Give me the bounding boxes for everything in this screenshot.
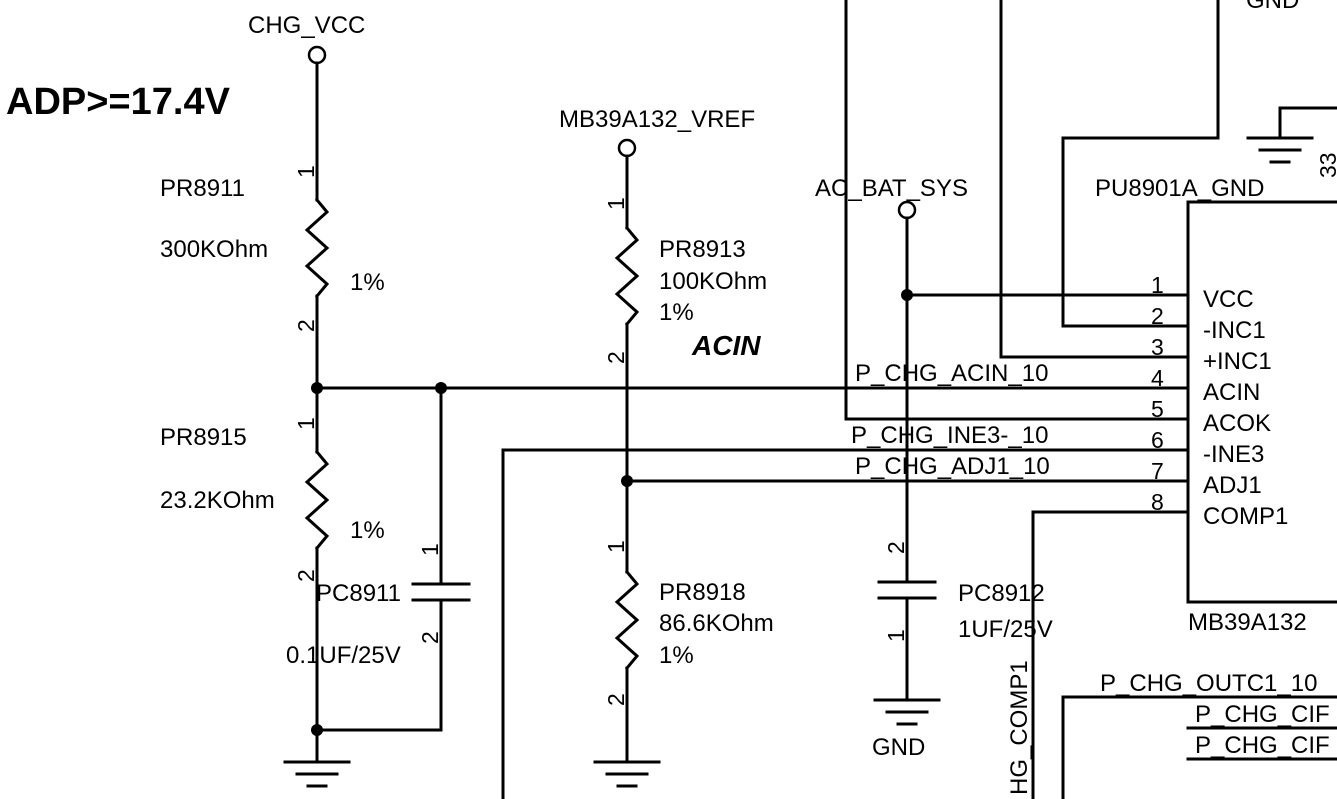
ic-pin-num: 6	[1151, 427, 1164, 453]
ic-pin-8: 8 COMP1	[1151, 489, 1288, 530]
ic-pin-num: 1	[1151, 272, 1164, 298]
pr8911-tolerance: 1%	[350, 269, 385, 296]
ic-pin-num: 2	[1151, 303, 1164, 329]
pr8918-ref: PR8918	[659, 579, 746, 606]
vref-label: MB39A132_VREF	[559, 106, 755, 133]
ic-pin-name: -INC1	[1203, 317, 1266, 344]
vref-port: MB39A132_VREF	[559, 106, 755, 158]
ic-pin-1: 1 VCC	[1151, 272, 1254, 313]
resistor-pr8911: PR8911 300KOhm 1% 1 2	[160, 165, 385, 332]
pr8913-pin1: 1	[603, 197, 629, 210]
pr8911-ref: PR8911	[160, 175, 245, 202]
gnd-top-label: GND	[1246, 0, 1299, 14]
ic-body	[1186, 200, 1337, 604]
pr8913-value: 100KOhm	[659, 268, 767, 295]
net-comp1	[1031, 510, 1190, 799]
ground-symbol-middle	[593, 760, 661, 788]
ic-pin-3: 3 +INC1	[1151, 334, 1272, 375]
pr8915-pin2: 2	[293, 569, 319, 582]
ic-pin-7: 7 ADJ1	[1151, 458, 1262, 499]
pc8912-ref: PC8912	[958, 580, 1045, 607]
pr8911-body	[304, 197, 330, 299]
pr8911-value: 300KOhm	[160, 236, 268, 263]
net-ine3	[501, 448, 1190, 799]
pc8911-ref: PC8911	[316, 580, 401, 607]
ic-pin-name: ACIN	[1203, 379, 1260, 406]
pc8911-value: 0.1UF/25V	[286, 642, 401, 669]
ic-pin-2: 2 -INC1	[1151, 303, 1266, 344]
pr8911-pin2: 2	[293, 319, 319, 332]
gnd-pc8912-label: GND	[872, 734, 925, 761]
capacitor-pc8911: PC8911 0.1UF/25V 1 2	[286, 386, 471, 732]
pr8918-pin2: 2	[603, 693, 629, 706]
ic-pin-name: -INE3	[1203, 441, 1264, 468]
resistor-pr8918: PR8918 86.6KOhm 1% 1 2	[603, 540, 774, 706]
ic-pin-num: 5	[1151, 396, 1164, 422]
pr8918-value: 86.6KOhm	[659, 610, 774, 637]
ground-symbol-left	[283, 760, 351, 788]
chg-vcc-label: CHG_VCC	[248, 12, 365, 39]
net-outc1	[1061, 695, 1337, 799]
pr8918-tolerance: 1%	[659, 642, 694, 669]
ic-mb39a132: PU8901A_GND MB39A132 1 VCC 2 -INC1 3 +IN…	[1095, 152, 1337, 636]
ic-pin-4: 4 ACIN	[1151, 365, 1260, 406]
pr8915-body	[304, 449, 330, 551]
ic-pin-num: 8	[1151, 489, 1164, 515]
net-inc1-minus	[1061, 0, 1220, 328]
pc8912-value: 1UF/25V	[958, 616, 1053, 643]
ic-pin-num: 7	[1151, 458, 1164, 484]
acin-annotation: ACIN	[691, 330, 761, 361]
ic-pin-name: ACOK	[1203, 410, 1271, 437]
p-chg-adj1-label: P_CHG_ADJ1_10	[855, 453, 1050, 480]
voltage-threshold-title: ADP>=17.4V	[6, 81, 231, 123]
pu8901a-gnd-label: PU8901A_GND	[1095, 175, 1264, 202]
ground-symbol-pc8912	[873, 698, 941, 726]
ic-pin-6: 6 -INE3	[1151, 427, 1264, 468]
p-chg-ine3-label: P_CHG_INE3-_10	[851, 422, 1048, 449]
pr8918-pin1: 1	[603, 540, 629, 553]
p-chg-outc1-label: P_CHG_OUTC1_10	[1100, 670, 1317, 697]
pr8915-tolerance: 1%	[350, 517, 385, 544]
p-chg-cif-label-2: P_CHG_CIF	[1195, 732, 1330, 759]
chg-comp1-label: HG_COMP1	[1006, 660, 1033, 795]
resistor-pr8913: PR8913 100KOhm 1% 1 2	[603, 197, 767, 364]
pc8912-pin1: 1	[883, 629, 909, 642]
ic-pin-name: +INC1	[1203, 348, 1272, 375]
pr8913-body	[614, 225, 640, 327]
ic-side-pin-33: 33	[1315, 152, 1337, 178]
ac-bat-sys-port: AC_BAT_SYS	[815, 175, 968, 220]
pr8915-pin1: 1	[293, 417, 319, 430]
p-chg-cif-label-1: P_CHG_CIF	[1195, 701, 1330, 728]
ic-pin-name: COMP1	[1203, 503, 1288, 530]
pr8911-pin1: 1	[293, 165, 319, 178]
ic-pin-num: 4	[1151, 365, 1164, 391]
pr8913-pin2: 2	[603, 351, 629, 364]
ic-pin-num: 3	[1151, 334, 1164, 360]
net-inc1-plus	[999, 0, 1190, 359]
pr8918-body	[614, 569, 640, 671]
capacitor-pc8912: PC8912 1UF/25V 2 1	[877, 541, 1053, 702]
pc8911-pin2: 2	[417, 631, 443, 644]
resistor-pr8915: PR8915 23.2KOhm 1% 1 2	[160, 417, 385, 582]
ac-bat-sys-label: AC_BAT_SYS	[815, 175, 968, 202]
ground-symbol-top-right	[1246, 106, 1337, 164]
pr8915-value: 23.2KOhm	[160, 487, 275, 514]
pc8912-pin2: 2	[883, 541, 909, 554]
p-chg-acin-label: P_CHG_ACIN_10	[855, 360, 1048, 387]
chg-vcc-terminal	[307, 45, 327, 65]
ic-pin-name: VCC	[1203, 286, 1254, 313]
pr8915-ref: PR8915	[160, 424, 247, 451]
net-acok	[844, 0, 1190, 421]
vref-terminal	[617, 138, 637, 158]
pc8911-pin1: 1	[417, 543, 443, 556]
ac-bat-sys-terminal	[897, 200, 917, 220]
ic-part-name: MB39A132	[1188, 609, 1307, 636]
pr8913-tolerance: 1%	[659, 299, 694, 326]
ic-pin-name: ADJ1	[1203, 472, 1262, 499]
chg-vcc-port: CHG_VCC	[248, 12, 365, 65]
pr8913-ref: PR8913	[659, 236, 746, 263]
ic-pin-5: 5 ACOK	[1151, 396, 1271, 437]
